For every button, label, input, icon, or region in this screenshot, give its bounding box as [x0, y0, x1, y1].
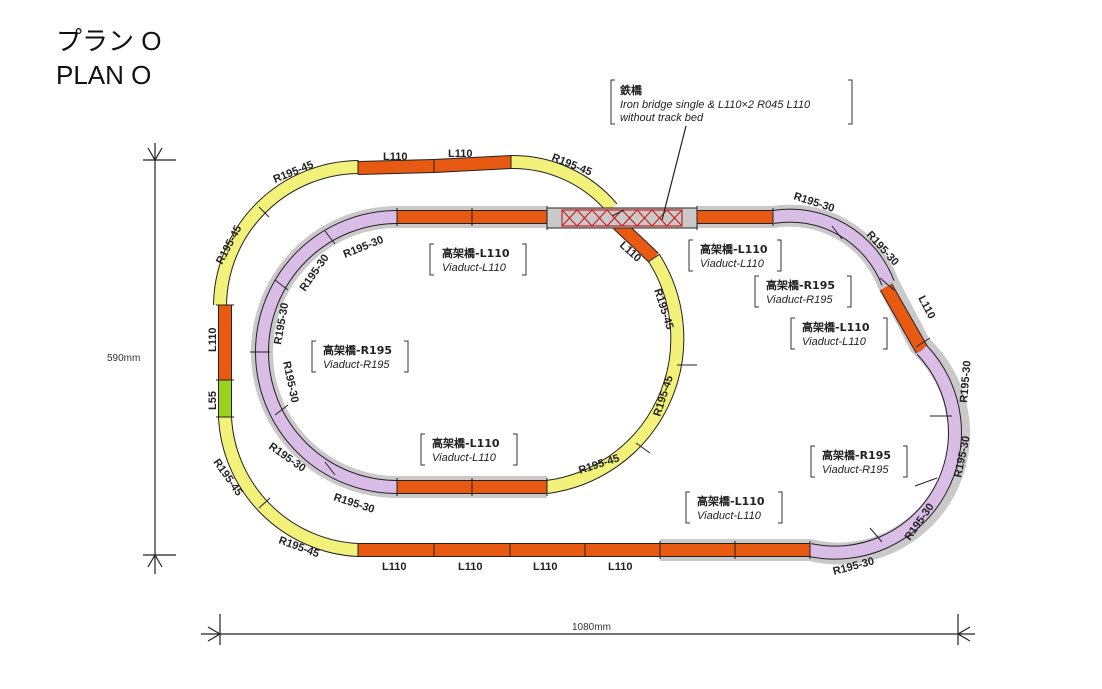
bridge-note-title: 鉄橋 — [620, 83, 643, 97]
label-bottom-l110-4: L110 — [608, 561, 632, 573]
annotation-text: Viaduct-R195 — [766, 294, 833, 306]
viaduct-note-1: 高架橋-L110 Viaduct-L110 — [429, 243, 527, 276]
label-left-l110: L110 — [207, 328, 219, 352]
bridge-truss — [561, 209, 683, 227]
annotation-text: Viaduct-L110 — [802, 336, 867, 348]
right-viaduct-loop — [660, 208, 962, 560]
label-bottom-l110-3: L110 — [533, 561, 557, 573]
label-inner-l4: R195-30 — [280, 360, 301, 404]
annotation-text: 高架橋-L110 — [700, 242, 768, 256]
label-bottom-l110-1: L110 — [382, 561, 406, 573]
annotation-text: 高架橋-L110 — [802, 320, 870, 334]
viaduct-note-7: 高架橋-R195 Viaduct-R195 — [810, 445, 908, 478]
label-left-l55: L55 — [207, 391, 219, 410]
right-curve-top — [772, 209, 894, 286]
annotation-text: Viaduct-L110 — [700, 258, 765, 270]
height-dimension — [143, 143, 176, 574]
width-dimension — [201, 614, 975, 645]
viaduct-note-8: 高架橋-L110 Viaduct-L110 — [685, 491, 783, 524]
bridge-annotation: 鉄橋 Iron bridge single & L110×2 R045 L110… — [610, 79, 853, 125]
viaduct-annotations: 高架橋-L110 Viaduct-L110 高架橋-L110 Viaduct-L… — [311, 239, 908, 524]
annotation-text: 高架橋-L110 — [697, 494, 765, 508]
viaduct-note-3: 高架橋-R195 Viaduct-R195 — [311, 340, 409, 373]
plan-title-english: PLAN O — [56, 60, 152, 90]
crossover-straight — [613, 219, 659, 263]
viaduct-note-4: 高架橋-R195 Viaduct-R195 — [754, 275, 852, 308]
width-dimension-label: 1080mm — [572, 622, 611, 633]
top-straight-a — [357, 160, 435, 174]
viaduct-note-5: 高架橋-L110 Viaduct-L110 — [790, 317, 888, 350]
annotation-text: 高架橋-R195 — [323, 343, 392, 357]
annotation-text: Viaduct-R195 — [323, 359, 390, 371]
top-straight-b — [433, 156, 512, 172]
height-dimension-label: 590mm — [107, 353, 140, 364]
annotation-text: 高架橋-R195 — [822, 448, 891, 462]
label-right-l110: L110 — [915, 294, 937, 321]
label-top-l110-b: L110 — [448, 148, 472, 160]
annotation-text: Viaduct-L110 — [432, 452, 497, 464]
annotation-text: Viaduct-L110 — [442, 262, 507, 274]
annotation-text: 高架橋-L110 — [432, 436, 500, 450]
annotation-text: Viaduct-L110 — [697, 510, 762, 522]
viaduct-note-6: 高架橋-L110 Viaduct-L110 — [420, 433, 518, 466]
viaduct-note-2: 高架橋-L110 Viaduct-L110 — [688, 239, 782, 272]
outer-curve-bottom-left — [219, 416, 359, 556]
annotation-text: 高架橋-R195 — [766, 278, 835, 292]
crossover-curve-top — [510, 155, 617, 212]
annotation-text: 高架橋-L110 — [442, 246, 510, 260]
bridge-note-line1: Iron bridge single & L110×2 R045 L110 — [620, 99, 811, 111]
label-right-c3: R195-30 — [958, 360, 974, 403]
plan-title-japanese: プラン O — [56, 26, 162, 56]
bridge-leader-line — [661, 125, 687, 221]
bridge-note-line2: without track bed — [620, 112, 704, 124]
track-joints — [216, 155, 952, 559]
annotation-text: Viaduct-R195 — [822, 464, 889, 476]
crossover-curve-mid — [546, 254, 684, 493]
ground-loop — [213, 154, 685, 557]
right-straight-l110 — [880, 284, 928, 353]
right-curve-bottom — [808, 345, 961, 559]
label-bottom-l110-2: L110 — [458, 561, 482, 573]
label-top-l110-a: L110 — [383, 151, 407, 163]
outer-curve-top-left — [214, 161, 359, 306]
